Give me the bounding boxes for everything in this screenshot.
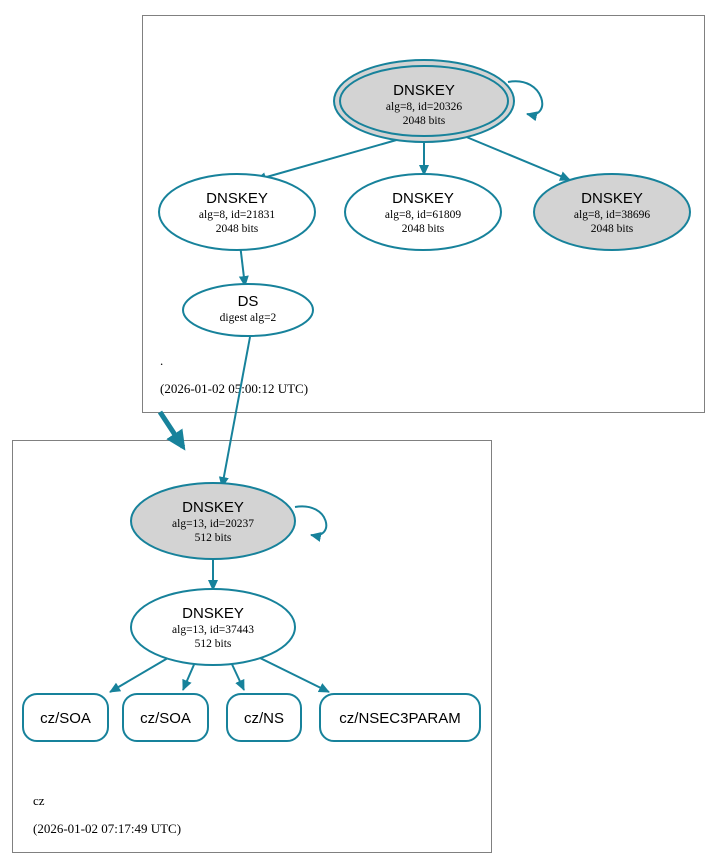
- edge-cz-zsk-to-nsec3param: [253, 654, 330, 693]
- edge-cz-ksk-self-signature: [294, 505, 328, 542]
- record-label-cz-soa-1: cz/SOA: [40, 710, 91, 727]
- node-root-dnskey-38696[interactable]: DNSKEY alg=8, id=38696 2048 bits: [533, 173, 691, 251]
- node-cz-zsk-title: DNSKEY: [182, 605, 244, 622]
- node-cz-ksk-line3: 512 bits: [195, 532, 232, 544]
- zone-label-root: .: [160, 353, 163, 368]
- node-root-ds[interactable]: DS digest alg=2: [182, 283, 314, 337]
- node-root-ksk-title: DNSKEY: [393, 82, 455, 99]
- node-cz-zsk-line3: 512 bits: [195, 638, 232, 650]
- node-root-ksk-line3: 2048 bits: [403, 115, 446, 127]
- node-ds-line2: digest alg=2: [220, 312, 277, 324]
- record-node-cz-soa-2[interactable]: cz/SOA: [122, 693, 209, 742]
- node-cz-ksk-line2: alg=13, id=20237: [172, 518, 254, 530]
- zone-timestamp-cz: (2026-01-02 07:17:49 UTC): [33, 821, 181, 836]
- node-cz-ksk-title: DNSKEY: [182, 499, 244, 516]
- zone-timestamp-root: (2026-01-02 05:00:12 UTC): [160, 381, 308, 396]
- node-root-ksk-line2: alg=8, id=20326: [386, 101, 462, 113]
- node-cz-zsk[interactable]: DNSKEY alg=13, id=37443 512 bits: [130, 588, 296, 666]
- node-cz-ksk[interactable]: DNSKEY alg=13, id=20237 512 bits: [130, 482, 296, 560]
- node-61809-title: DNSKEY: [392, 190, 454, 207]
- node-cz-zsk-line2: alg=13, id=37443: [172, 624, 254, 636]
- record-node-cz-ns[interactable]: cz/NS: [226, 693, 302, 742]
- record-node-cz-nsec3param[interactable]: cz/NSEC3PARAM: [319, 693, 481, 742]
- edge-cz-zsk-to-soa-1: [109, 654, 174, 693]
- node-21831-line3: 2048 bits: [216, 223, 259, 235]
- node-38696-line3: 2048 bits: [591, 223, 634, 235]
- node-root-ksk[interactable]: DNSKEY alg=8, id=20326 2048 bits: [333, 59, 515, 143]
- node-root-dnskey-61809[interactable]: DNSKEY alg=8, id=61809 2048 bits: [344, 173, 502, 251]
- edge-ds-to-cz-ksk: [218, 336, 251, 488]
- record-label-cz-nsec3param: cz/NSEC3PARAM: [339, 710, 460, 727]
- edge-21831-to-ds: [238, 243, 249, 287]
- edge-zone-delegation-root-to-cz: [157, 410, 186, 451]
- node-21831-title: DNSKEY: [206, 190, 268, 207]
- node-61809-line2: alg=8, id=61809: [385, 209, 461, 221]
- edge-root-ksk-self-signature: [507, 80, 544, 122]
- edge-root-ksk-to-38696: [463, 135, 571, 181]
- node-38696-line2: alg=8, id=38696: [574, 209, 650, 221]
- record-node-cz-soa-1[interactable]: cz/SOA: [22, 693, 109, 742]
- node-root-dnskey-21831[interactable]: DNSKEY alg=8, id=21831 2048 bits: [158, 173, 316, 251]
- zone-label-cz: cz: [33, 793, 45, 808]
- node-38696-title: DNSKEY: [581, 190, 643, 207]
- record-label-cz-soa-2: cz/SOA: [140, 710, 191, 727]
- node-61809-line3: 2048 bits: [402, 223, 445, 235]
- node-ds-title: DS: [238, 293, 259, 310]
- record-label-cz-ns: cz/NS: [244, 710, 284, 727]
- node-21831-line2: alg=8, id=21831: [199, 209, 275, 221]
- edge-root-ksk-to-21831: [255, 138, 401, 183]
